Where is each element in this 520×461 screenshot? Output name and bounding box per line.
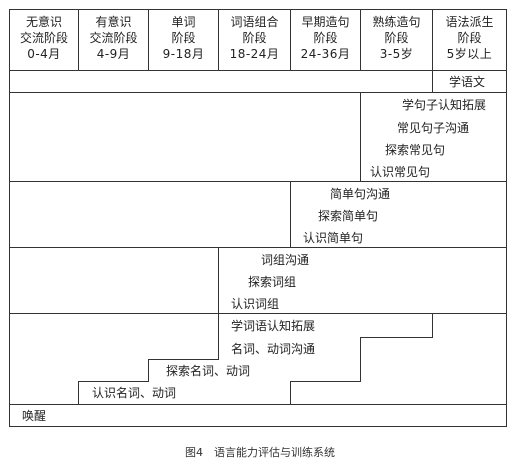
stage-header-2: 单词 阶段 9-18月 [149, 14, 218, 62]
level-sentence-item: 探索常见句 [385, 143, 446, 157]
stage-age: 5岁以上 [446, 47, 493, 61]
stage-header-5: 熟练造句 阶段 3-5岁 [361, 14, 432, 62]
stage-age: 0-4月 [27, 47, 61, 61]
level-word-item: 学词语认知拓展 [231, 319, 316, 333]
stage-name: 阶段 [313, 31, 338, 45]
level-simple-sentence-item: 探索简单句 [318, 209, 379, 223]
stage-header-1: 有意识 交流阶段 4-9月 [79, 14, 148, 62]
stage-name: 熟练造句 [372, 15, 421, 29]
level-word-item: 名词、动词沟通 [231, 342, 316, 356]
stage-name: 阶段 [171, 31, 196, 45]
figure-caption: 图4 语言能力评估与训练系统 [185, 446, 335, 459]
stage-name: 早期造句 [301, 15, 350, 29]
level-sentence-item: 常见句子沟通 [397, 121, 470, 135]
stage-name: 无意识 [25, 15, 62, 29]
stage-age: 18-24月 [229, 47, 280, 61]
stage-name: 单词 [171, 15, 196, 29]
stage-name: 语法派生 [445, 15, 494, 29]
stage-name: 阶段 [384, 31, 409, 45]
level-arousal-item: 唤醒 [22, 409, 47, 423]
level-sentence-item: 认识常见句 [370, 165, 431, 179]
stage-header-4: 早期造句 阶段 24-36月 [291, 14, 360, 62]
stage-age: 4-9月 [96, 47, 131, 61]
level-phrase-item: 词组沟通 [261, 253, 310, 267]
stage-name: 词语组合 [230, 15, 279, 29]
level-sentence-item: 学句子认知拓展 [402, 98, 487, 112]
level-simple-sentence-item: 认识简单句 [303, 231, 364, 245]
level-text-item: 学语文 [449, 75, 486, 89]
outer-frame [9, 9, 507, 427]
stage-name: 阶段 [242, 31, 267, 45]
stage-name: 阶段 [457, 31, 482, 45]
stage-header-0: 无意识 交流阶段 0-4月 [10, 14, 78, 62]
stage-name: 交流阶段 [89, 31, 138, 45]
stage-age: 9-18月 [162, 47, 205, 61]
stage-name: 有意识 [95, 15, 132, 29]
stage-name: 交流阶段 [19, 31, 68, 45]
level-word-item: 认识名词、动词 [92, 386, 177, 400]
level-word-item: 探索名词、动词 [166, 364, 251, 378]
stage-age: 3-5岁 [379, 47, 414, 61]
level-simple-sentence-item: 简单句沟通 [330, 187, 391, 201]
stage-header-3: 词语组合 阶段 18-24月 [219, 14, 290, 62]
level-phrase-item: 认识词组 [231, 297, 280, 311]
stage-header-6: 语法派生 阶段 5岁以上 [433, 14, 506, 62]
level-phrase-item: 探索词组 [248, 275, 297, 289]
stage-age: 24-36月 [300, 47, 351, 61]
